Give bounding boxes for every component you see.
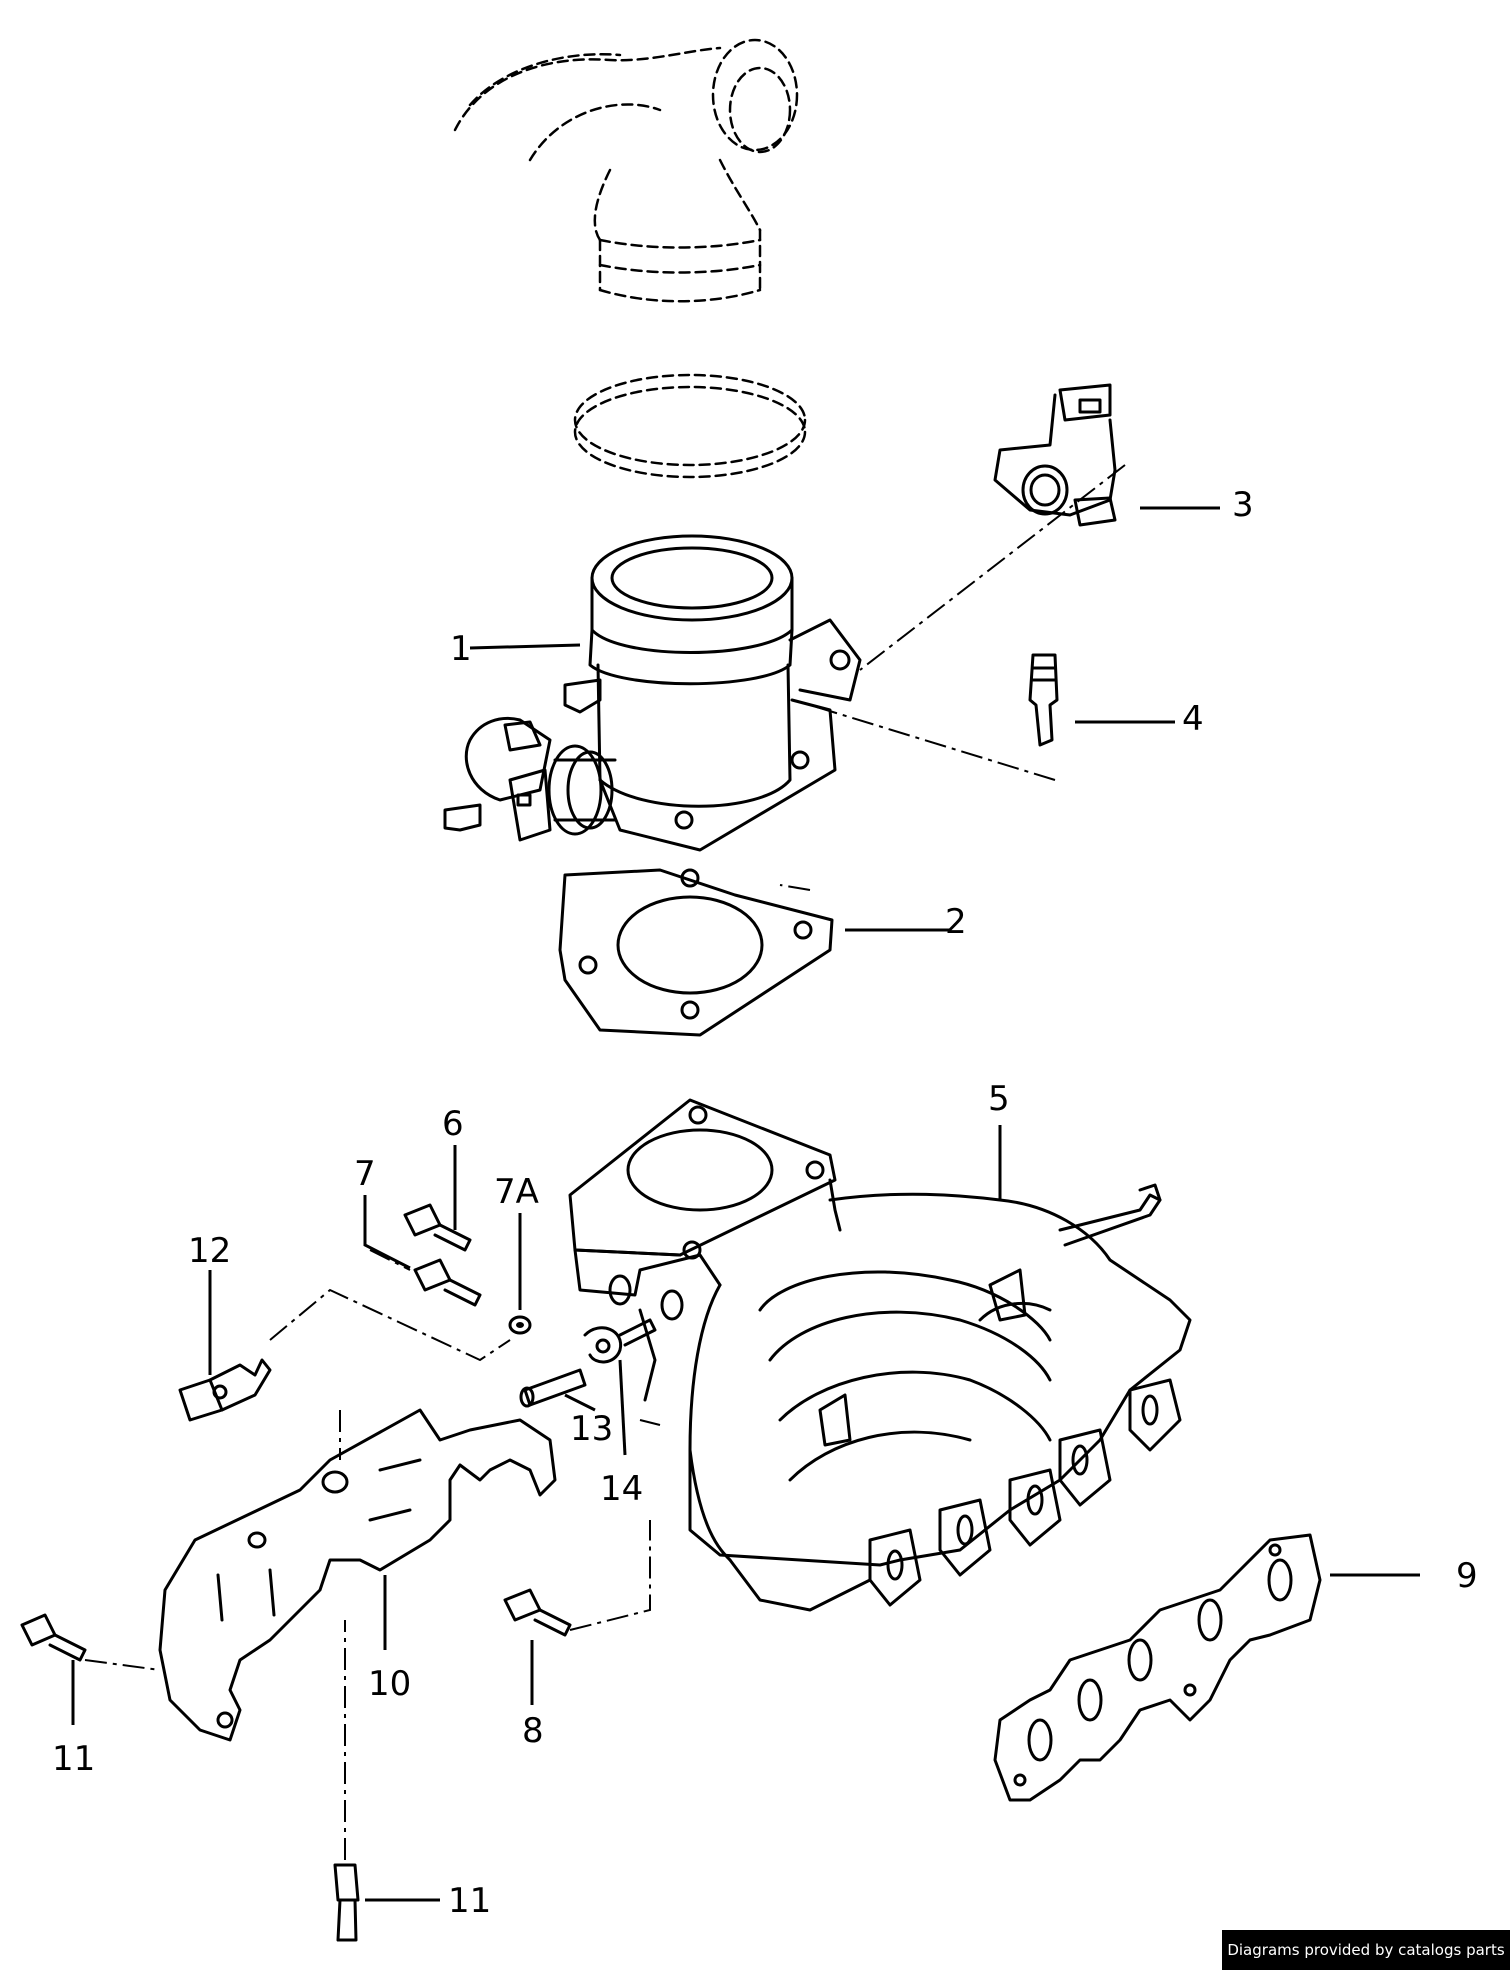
air-intake-duct-outline [453,38,799,303]
alignment-lines [84,464,1126,1860]
callout-5: 5 [988,1079,1010,1119]
leader-lines [71,506,1420,1902]
callout-12: 12 [188,1231,231,1271]
bolt-11-bottom [333,1863,360,1942]
temperature-sensor [178,1358,272,1422]
callout-1: 1 [450,629,472,669]
callout-7a: 7A [494,1172,539,1212]
callout-11-bottom: 11 [448,1881,491,1921]
throttle-position-sensor [993,383,1117,527]
callout-4: 4 [1182,699,1204,739]
pin-13 [519,1368,587,1408]
callout-9: 9 [1456,1556,1478,1596]
bolt-11-left [20,1613,87,1662]
screw-6 [403,1203,472,1252]
callout-10: 10 [368,1664,411,1704]
intake-manifold [568,1098,1192,1612]
callout-14: 14 [600,1469,643,1509]
throttle-body-gasket [558,868,834,1037]
washer-7a [508,1315,532,1335]
bolt-8 [503,1588,572,1637]
stud-bolt-4 [1028,653,1059,747]
callout-13: 13 [570,1409,613,1449]
bracket [158,1408,557,1742]
callout-6: 6 [442,1104,464,1144]
credit-banner: Diagrams provided by catalogs parts [1222,1930,1510,1970]
manifold-gasket [993,1533,1322,1802]
callout-7: 7 [354,1154,376,1194]
throttle-body [443,534,862,852]
callout-11-left: 11 [52,1739,95,1779]
callout-2: 2 [945,902,967,942]
screw-7 [413,1258,482,1307]
hose-clamp-outline [573,373,807,479]
clip-14 [583,1318,657,1364]
callout-3: 3 [1232,485,1254,525]
callout-8: 8 [522,1711,544,1751]
